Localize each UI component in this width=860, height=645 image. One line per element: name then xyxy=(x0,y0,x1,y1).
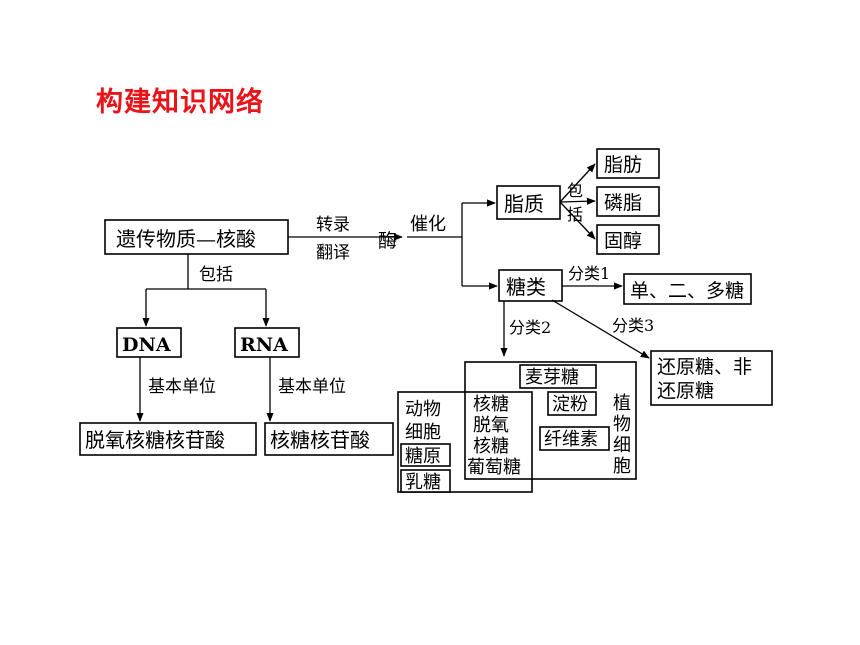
plant-cell-label-4: 胞 xyxy=(613,456,631,477)
lactose-label: 乳糖 xyxy=(405,472,441,493)
enzyme-label: 酶 xyxy=(378,230,397,252)
starch-label: 淀粉 xyxy=(552,394,588,415)
reducing-sugar-label-2: 还原糖 xyxy=(657,380,714,402)
ribo-nucleotide-label: 核糖核苷酸 xyxy=(270,428,370,452)
ribo-nucleotide-box xyxy=(264,422,394,456)
lipid-include-1: 包 xyxy=(567,181,583,200)
plant-cell-label-3: 细 xyxy=(613,435,631,456)
maltose-label: 麦芽糖 xyxy=(525,367,579,388)
lipid-label: 脂质 xyxy=(504,192,544,216)
transcribe-label: 转录 xyxy=(316,215,350,235)
sugar-label: 糖类 xyxy=(506,275,546,299)
arrow-to-fat xyxy=(559,163,596,203)
shared-sugar-3: 核糖 xyxy=(473,436,509,457)
dna-label: DNA xyxy=(122,334,171,356)
mono-di-poly-box xyxy=(623,273,752,305)
deoxy-nucleotide-box xyxy=(79,422,257,456)
cellulose-box xyxy=(539,426,610,451)
classify1-label: 分类1 xyxy=(568,264,610,283)
shared-sugar-1: 核糖 xyxy=(473,394,509,415)
sterol-label: 固醇 xyxy=(604,230,642,252)
genetic-material-box xyxy=(104,219,289,255)
glycogen-label: 糖原 xyxy=(405,446,441,467)
plant-cell-label-2: 物 xyxy=(613,414,631,435)
classify3-label: 分类3 xyxy=(612,316,654,335)
fat-label: 脂肪 xyxy=(604,154,642,176)
maltose-box xyxy=(519,364,597,389)
lipid-include-2: 括 xyxy=(567,205,583,224)
phospholipid-box xyxy=(596,186,660,217)
deoxy-nucleotide-label: 脱氧核糖核苷酸 xyxy=(85,428,225,452)
sugar-box xyxy=(498,269,563,302)
animal-cell-label-2: 细胞 xyxy=(405,422,441,443)
rna-label: RNA xyxy=(240,334,288,356)
rna-basic-unit-label: 基本单位 xyxy=(278,377,346,397)
reducing-sugar-label-1: 还原糖、非 xyxy=(657,356,752,378)
dna-basic-unit-label: 基本单位 xyxy=(148,377,216,397)
shared-sugar-2: 脱氧 xyxy=(473,415,509,436)
animal-cell-label-1: 动物 xyxy=(405,399,441,420)
starch-box xyxy=(547,391,597,416)
mono-di-poly-label: 单、二、多糖 xyxy=(630,280,744,302)
lipid-box xyxy=(496,185,561,220)
shared-sugar-4: 葡萄糖 xyxy=(467,457,521,478)
arrow-to-sterol xyxy=(559,201,596,240)
arrow-to-phospholipid xyxy=(559,197,596,205)
page-title: 构建知识网络 xyxy=(96,87,264,118)
classify2-label: 分类2 xyxy=(509,318,551,337)
fat-box xyxy=(596,148,660,179)
reducing-sugar-box xyxy=(650,350,773,406)
plant-cell-region xyxy=(464,361,637,480)
glycogen-box xyxy=(400,443,451,467)
lactose-box xyxy=(400,469,451,493)
genetic-material-label: 遗传物质—核酸 xyxy=(116,227,256,251)
arrow-to-reducing-sugar xyxy=(551,299,650,359)
include-label: 包括 xyxy=(199,265,233,285)
cellulose-label: 纤维素 xyxy=(544,429,598,450)
rna-box xyxy=(234,327,300,358)
phospholipid-label: 磷脂 xyxy=(604,192,642,214)
sterol-box xyxy=(596,224,660,255)
catalyze-label: 催化 xyxy=(410,214,446,235)
plant-cell-label-1: 植 xyxy=(613,393,631,414)
dna-box xyxy=(116,327,182,358)
translate-label: 翻译 xyxy=(316,243,350,263)
